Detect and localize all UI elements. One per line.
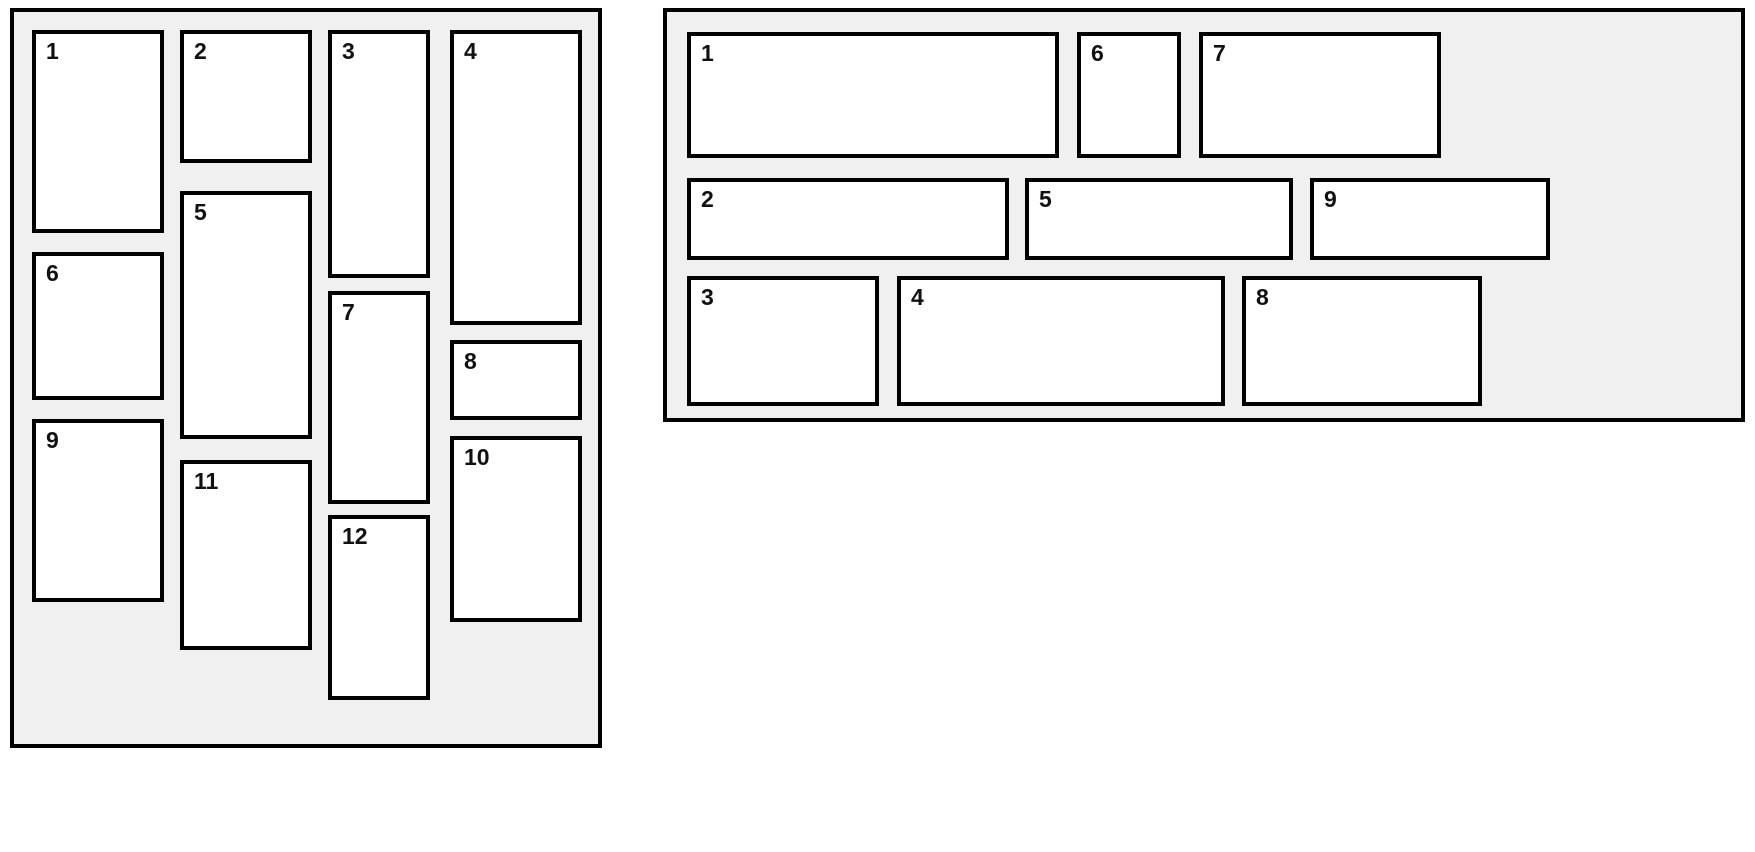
row-cell-container: 1 6 7 2 5 9 3 4 8 [667,12,1741,418]
cell-label: 4 [464,38,477,64]
layout-cell-6[interactable]: 6 [32,252,164,400]
layout-cell-2[interactable]: 2 [180,30,312,163]
layout-cell-7[interactable]: 7 [1199,32,1441,158]
cell-label: 9 [1324,186,1337,212]
layout-cell-8[interactable]: 8 [450,340,582,420]
cell-label: 10 [464,444,490,470]
cell-label: 1 [46,38,59,64]
cell-label: 7 [342,299,355,325]
cell-label: 1 [701,40,714,66]
cell-label: 2 [194,38,207,64]
layout-cell-3[interactable]: 3 [328,30,430,278]
cell-label: 5 [1039,186,1052,212]
cell-label: 8 [464,348,477,374]
cell-label: 7 [1213,40,1226,66]
layout-cell-10[interactable]: 10 [450,436,582,622]
layout-cell-3[interactable]: 3 [687,276,879,406]
layout-cell-4[interactable]: 4 [897,276,1225,406]
cell-label: 3 [701,284,714,310]
layout-cell-6[interactable]: 6 [1077,32,1181,158]
cell-label: 8 [1256,284,1269,310]
layout-cell-7[interactable]: 7 [328,291,430,504]
cell-label: 4 [911,284,924,310]
layout-cell-5[interactable]: 5 [1025,178,1293,260]
layout-cell-5[interactable]: 5 [180,191,312,439]
cell-label: 2 [701,186,714,212]
cell-label: 5 [194,199,207,225]
layout-cell-1[interactable]: 1 [687,32,1059,158]
layout-cell-12[interactable]: 12 [328,515,430,700]
layout-cell-9[interactable]: 9 [1310,178,1550,260]
layout-cell-9[interactable]: 9 [32,419,164,602]
cell-label: 3 [342,38,355,64]
layout-cell-4[interactable]: 4 [450,30,582,325]
cell-label: 11 [194,468,219,494]
layout-cell-1[interactable]: 1 [32,30,164,233]
layout-cell-2[interactable]: 2 [687,178,1009,260]
layout-cell-11[interactable]: 11 [180,460,312,650]
cell-label: 6 [1091,40,1104,66]
cell-label: 9 [46,427,59,453]
layout-cell-8[interactable]: 8 [1242,276,1482,406]
cell-label: 6 [46,260,59,286]
row-layout-panel: 1 6 7 2 5 9 3 4 8 [663,8,1745,422]
cell-label: 12 [342,523,368,549]
